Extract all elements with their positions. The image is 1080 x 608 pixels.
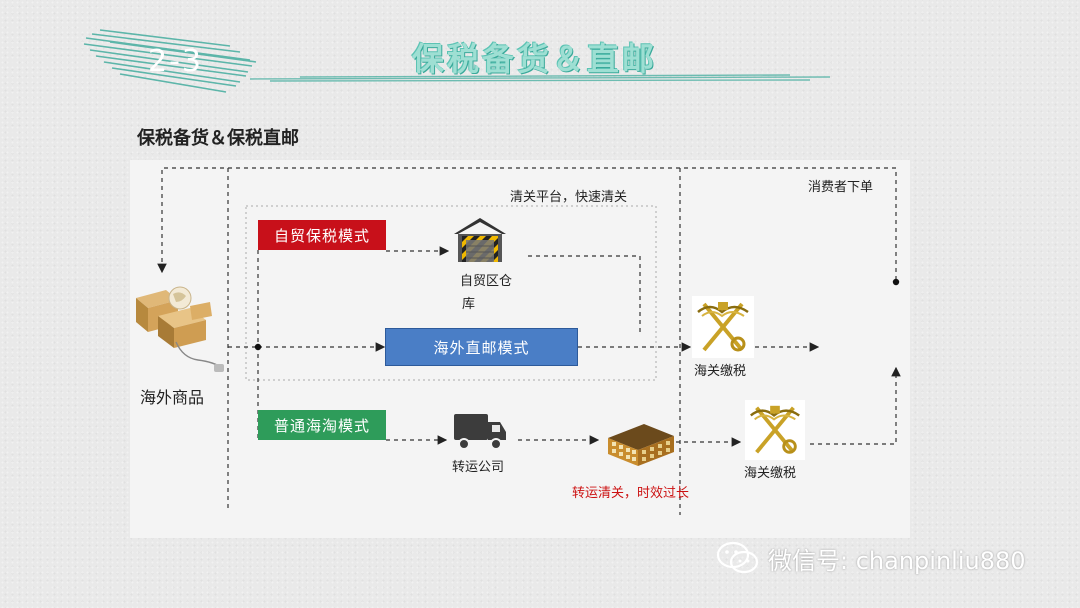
overseas-direct-mode-box: 海外直邮模式 <box>385 328 578 366</box>
header-brush-decoration <box>83 29 831 93</box>
ftz-warehouse-label: 自贸区仓 库 <box>456 270 516 312</box>
ftz-bonded-mode-box: 自贸保税模式 <box>258 220 386 250</box>
diagram-subtitle: 保税备货＆保税直邮 <box>137 128 299 149</box>
warehouse-icon <box>454 218 506 262</box>
customs-emblem-icon-2 <box>745 400 805 460</box>
ordinary-mode-box: 普通海淘模式 <box>258 410 386 440</box>
building-icon <box>608 424 674 466</box>
overseas-goods-label: 海外商品 <box>140 388 205 407</box>
truck-icon <box>454 414 506 450</box>
ftz-warehouse-label-line1: 自贸区仓 <box>459 274 512 289</box>
clearance-platform-label: 清关平台，快速清关 <box>510 190 628 205</box>
forwarding-company-label: 转运公司 <box>452 460 505 475</box>
wechat-watermark: 微信号: chanpinliu880 <box>716 540 1026 576</box>
ftz-warehouse-label-line2: 库 <box>462 297 476 312</box>
customs-tax-label-1: 海关缴税 <box>694 364 747 379</box>
watermark-text: 微信号: chanpinliu880 <box>768 546 1026 575</box>
slide-title: 保税备货＆直邮 <box>412 40 658 78</box>
goods-boxes-icon <box>136 286 224 372</box>
customs-tax-label-2: 海关缴税 <box>744 466 797 481</box>
transit-clearance-note: 转运清关，时效过长 <box>572 486 690 501</box>
consumer-order-label: 消费者下单 <box>808 180 874 195</box>
customs-emblem-icon <box>692 296 754 358</box>
wechat-icon <box>716 541 759 574</box>
section-number: 2-3 <box>148 44 203 79</box>
